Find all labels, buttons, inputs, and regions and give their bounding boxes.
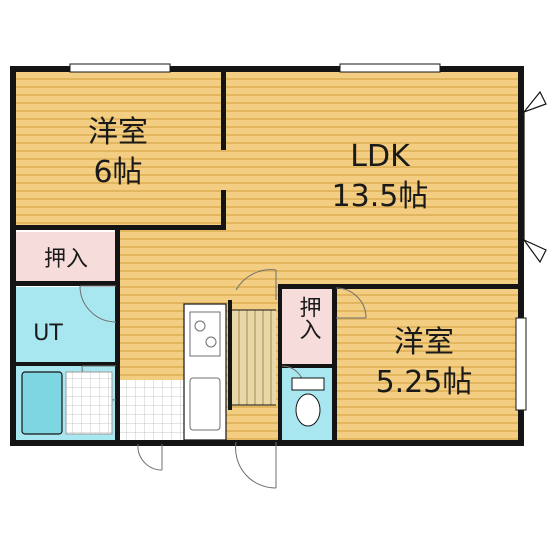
walls xyxy=(10,66,524,446)
western-room-1-floor xyxy=(14,70,223,227)
closet-2-floor xyxy=(282,288,334,365)
balcony-door xyxy=(522,90,547,264)
stove xyxy=(189,311,221,357)
western-room-1-name: 洋室 xyxy=(88,115,148,150)
wall-left xyxy=(10,66,16,446)
western-room-1-size: 6帖 xyxy=(93,155,142,190)
closet-1-label: 押入 xyxy=(44,247,88,272)
ldk-size: 13.5帖 xyxy=(332,179,429,214)
window-ldk xyxy=(339,63,441,73)
ldk-name: LDK xyxy=(350,139,411,174)
wall-room1-ldk-lower xyxy=(221,190,226,228)
western-room-2-size: 5.25帖 xyxy=(376,365,473,400)
stove-burner-2 xyxy=(205,336,217,348)
wall-room1-bottom-right xyxy=(118,225,226,230)
wall-closet1-bottom xyxy=(14,281,118,286)
wall-ldk-bottom xyxy=(278,284,522,289)
wall-top xyxy=(10,66,524,72)
wall-right xyxy=(518,66,524,446)
windows xyxy=(69,63,527,411)
western-room-2-floor xyxy=(336,288,521,442)
kitchen-counter xyxy=(183,303,227,441)
sink xyxy=(189,377,221,431)
stair-floor xyxy=(232,310,276,405)
window-room2 xyxy=(515,317,527,411)
wall-room1-ldk xyxy=(221,70,226,150)
bath-wash-area xyxy=(65,371,113,435)
wall-utility-bottom xyxy=(14,362,118,366)
utility-floor xyxy=(14,287,118,363)
wall-closet2-right xyxy=(332,284,337,442)
utility-label: UT xyxy=(33,321,63,346)
wall-room1-bottom xyxy=(14,225,118,230)
toilet xyxy=(291,377,325,427)
closet-1-floor xyxy=(14,232,118,282)
wall-stair-left xyxy=(228,300,232,410)
bathtub xyxy=(21,371,63,435)
wall-bottom xyxy=(10,440,524,446)
wall-utility-right xyxy=(115,228,120,442)
entrance-tile xyxy=(118,380,184,442)
stove-burner-1 xyxy=(194,320,206,332)
stairs xyxy=(232,309,276,406)
closet-2-label: 押入 xyxy=(296,296,322,340)
western-room-2-name: 洋室 xyxy=(394,325,454,360)
wall-closet2-bottom xyxy=(282,364,334,368)
window-room1 xyxy=(69,63,171,73)
wall-closet2-left xyxy=(278,284,282,442)
